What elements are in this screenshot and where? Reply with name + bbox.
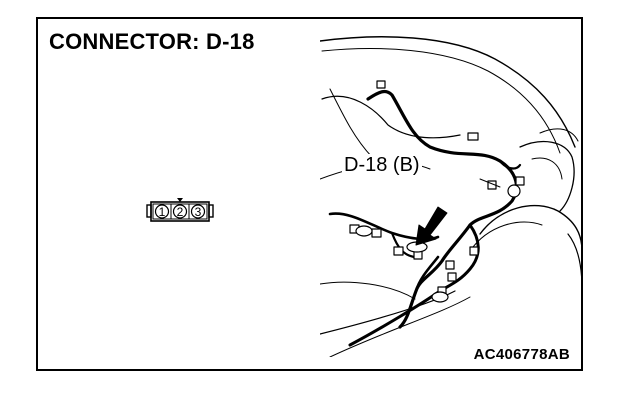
pin-2-label: 2 (177, 205, 184, 219)
connector-face-svg: 1 2 3 (146, 198, 214, 222)
vehicle-rear-drawing (319, 29, 581, 358)
pin-3-label: 3 (195, 205, 202, 219)
connector-callout-label: D-18 (B) (342, 154, 422, 176)
illustration-id: AC406778AB (473, 346, 570, 363)
connector-title: CONNECTOR: D-18 (49, 29, 255, 54)
connector-face-icon: 1 2 3 (144, 195, 216, 225)
diagram-frame: CONNECTOR: D-18 1 2 3 (36, 17, 583, 371)
pin-1-label: 1 (159, 205, 166, 219)
arrow-down-left-icon (415, 206, 448, 246)
